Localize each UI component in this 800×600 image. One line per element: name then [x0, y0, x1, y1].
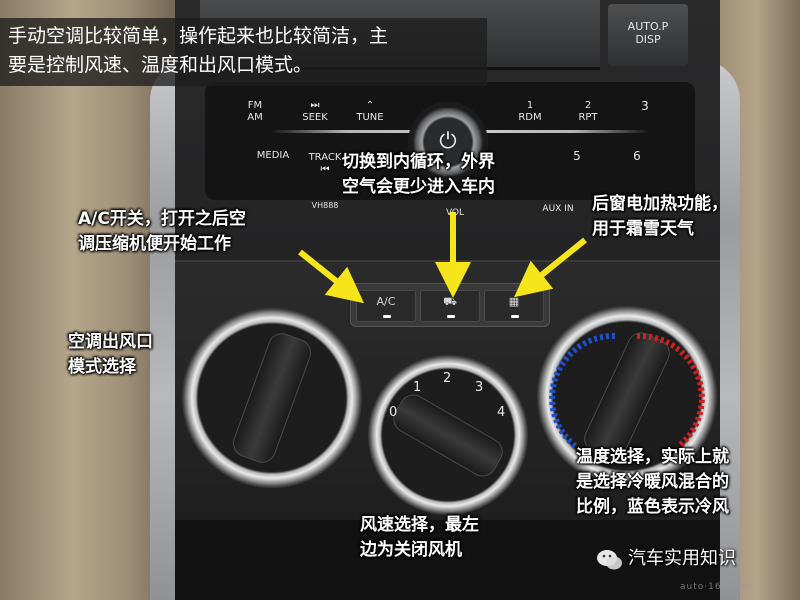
seek-button: ⏭SEEK [302, 100, 328, 123]
ac-switch-annotation: A/C开关，打开之后空 调压缩机便开始工作 [78, 207, 246, 257]
temperature-annotation: 温度选择，实际上就 是选择冷暖风混合的 比例，蓝色表示冷风 [576, 445, 729, 520]
recirculation-indicator-led [447, 315, 455, 318]
preset-3-button: 3 [641, 99, 649, 113]
caption-line-1: 手动空调比较简单，操作起来也比较简洁，主 [8, 25, 389, 47]
recirculation-icon: ⛟ [443, 295, 457, 308]
model-label: VH888 [311, 201, 339, 210]
temperature-annotation-line-1: 温度选择，实际上就 [576, 447, 729, 467]
tune-button: ⌃TUNE [356, 100, 384, 123]
recirculation-annotation: 切换到内循环，外界 空气会更少进入车内 [342, 150, 495, 200]
wechat-icon [597, 550, 622, 570]
fan-speed-mark-1: 1 [413, 380, 422, 395]
fan-speed-annotation-line-2: 边为关闭风机 [360, 540, 462, 560]
fan-speed-annotation: 风速选择，最左 边为关闭风机 [360, 513, 479, 563]
temperature-annotation-line-2: 是选择冷暖风混合的 [576, 472, 729, 492]
caption-line-2: 要是控制风速、温度和出风口模式。 [8, 54, 313, 76]
caption-box: 手动空调比较简单，操作起来也比较简洁，主 要是控制风速、温度和出风口模式。 [0, 18, 487, 86]
ac-indicator-led [383, 315, 391, 318]
hot-scale [636, 332, 705, 449]
aux-in-label: AUX IN [542, 204, 574, 214]
rear-defrost-icon: ▦ [508, 295, 520, 308]
fan-speed-mark-0: 0 [389, 405, 398, 420]
media-button: MEDIA [256, 150, 290, 161]
vent-mode-knob [182, 308, 362, 488]
ac-switch-annotation-line-1: A/C开关，打开之后空 [78, 209, 246, 229]
preset-6-button: 6 [633, 149, 641, 163]
temperature-annotation-line-3: 比例，蓝色表示冷风 [576, 497, 729, 517]
fan-speed-annotation-line-1: 风速选择，最左 [360, 515, 479, 535]
rear-defrost-button: ▦ [484, 290, 544, 322]
fan-speed-knob [368, 355, 528, 515]
cold-scale [549, 332, 618, 449]
rear-defrost-annotation-line-2: 用于霜雪天气 [592, 219, 694, 239]
vol-label: VOL [445, 208, 465, 218]
watermark-text: 汽车实用知识 [628, 548, 736, 569]
autop-disp-button: AUTO.P DISP [608, 4, 688, 66]
track-button: TRACK⏮ [308, 152, 342, 175]
fan-speed-mark-4: 4 [497, 405, 506, 420]
preset-5-button: 5 [573, 149, 581, 163]
temperature-knob [537, 306, 717, 486]
rear-defrost-indicator-led [511, 315, 519, 318]
volume-power-knob [408, 102, 488, 182]
power-icon: ⏻ [439, 129, 457, 154]
temperature-scale [549, 332, 705, 449]
watermark-url: auto·163·com [680, 582, 755, 592]
ac-switch-button: A/C [356, 290, 416, 322]
disp-label: DISP [635, 33, 661, 46]
lower-console [175, 520, 720, 600]
vent-mode-annotation-line-2: 模式选择 [68, 357, 136, 377]
rear-defrost-annotation: 后窗电加热功能， 用于霜雪天气 [592, 192, 728, 242]
ac-switch-label: A/C [376, 295, 396, 308]
recirculation-button: ⛟ [420, 290, 480, 322]
fan-speed-mark-3: 3 [475, 380, 484, 395]
vent-mode-annotation-line-1: 空调出风口 [68, 332, 153, 352]
recirculation-annotation-line-1: 切换到内循环，外界 [342, 152, 495, 172]
autop-label: AUTO.P [627, 20, 669, 33]
rear-defrost-annotation-line-1: 后窗电加热功能， [592, 194, 728, 214]
recirculation-annotation-line-2: 空气会更少进入车内 [342, 177, 495, 197]
fan-speed-mark-2: 2 [443, 371, 452, 386]
ac-switch-annotation-line-2: 调压缩机便开始工作 [78, 234, 231, 254]
vent-mode-annotation: 空调出风口 模式选择 [68, 330, 153, 380]
